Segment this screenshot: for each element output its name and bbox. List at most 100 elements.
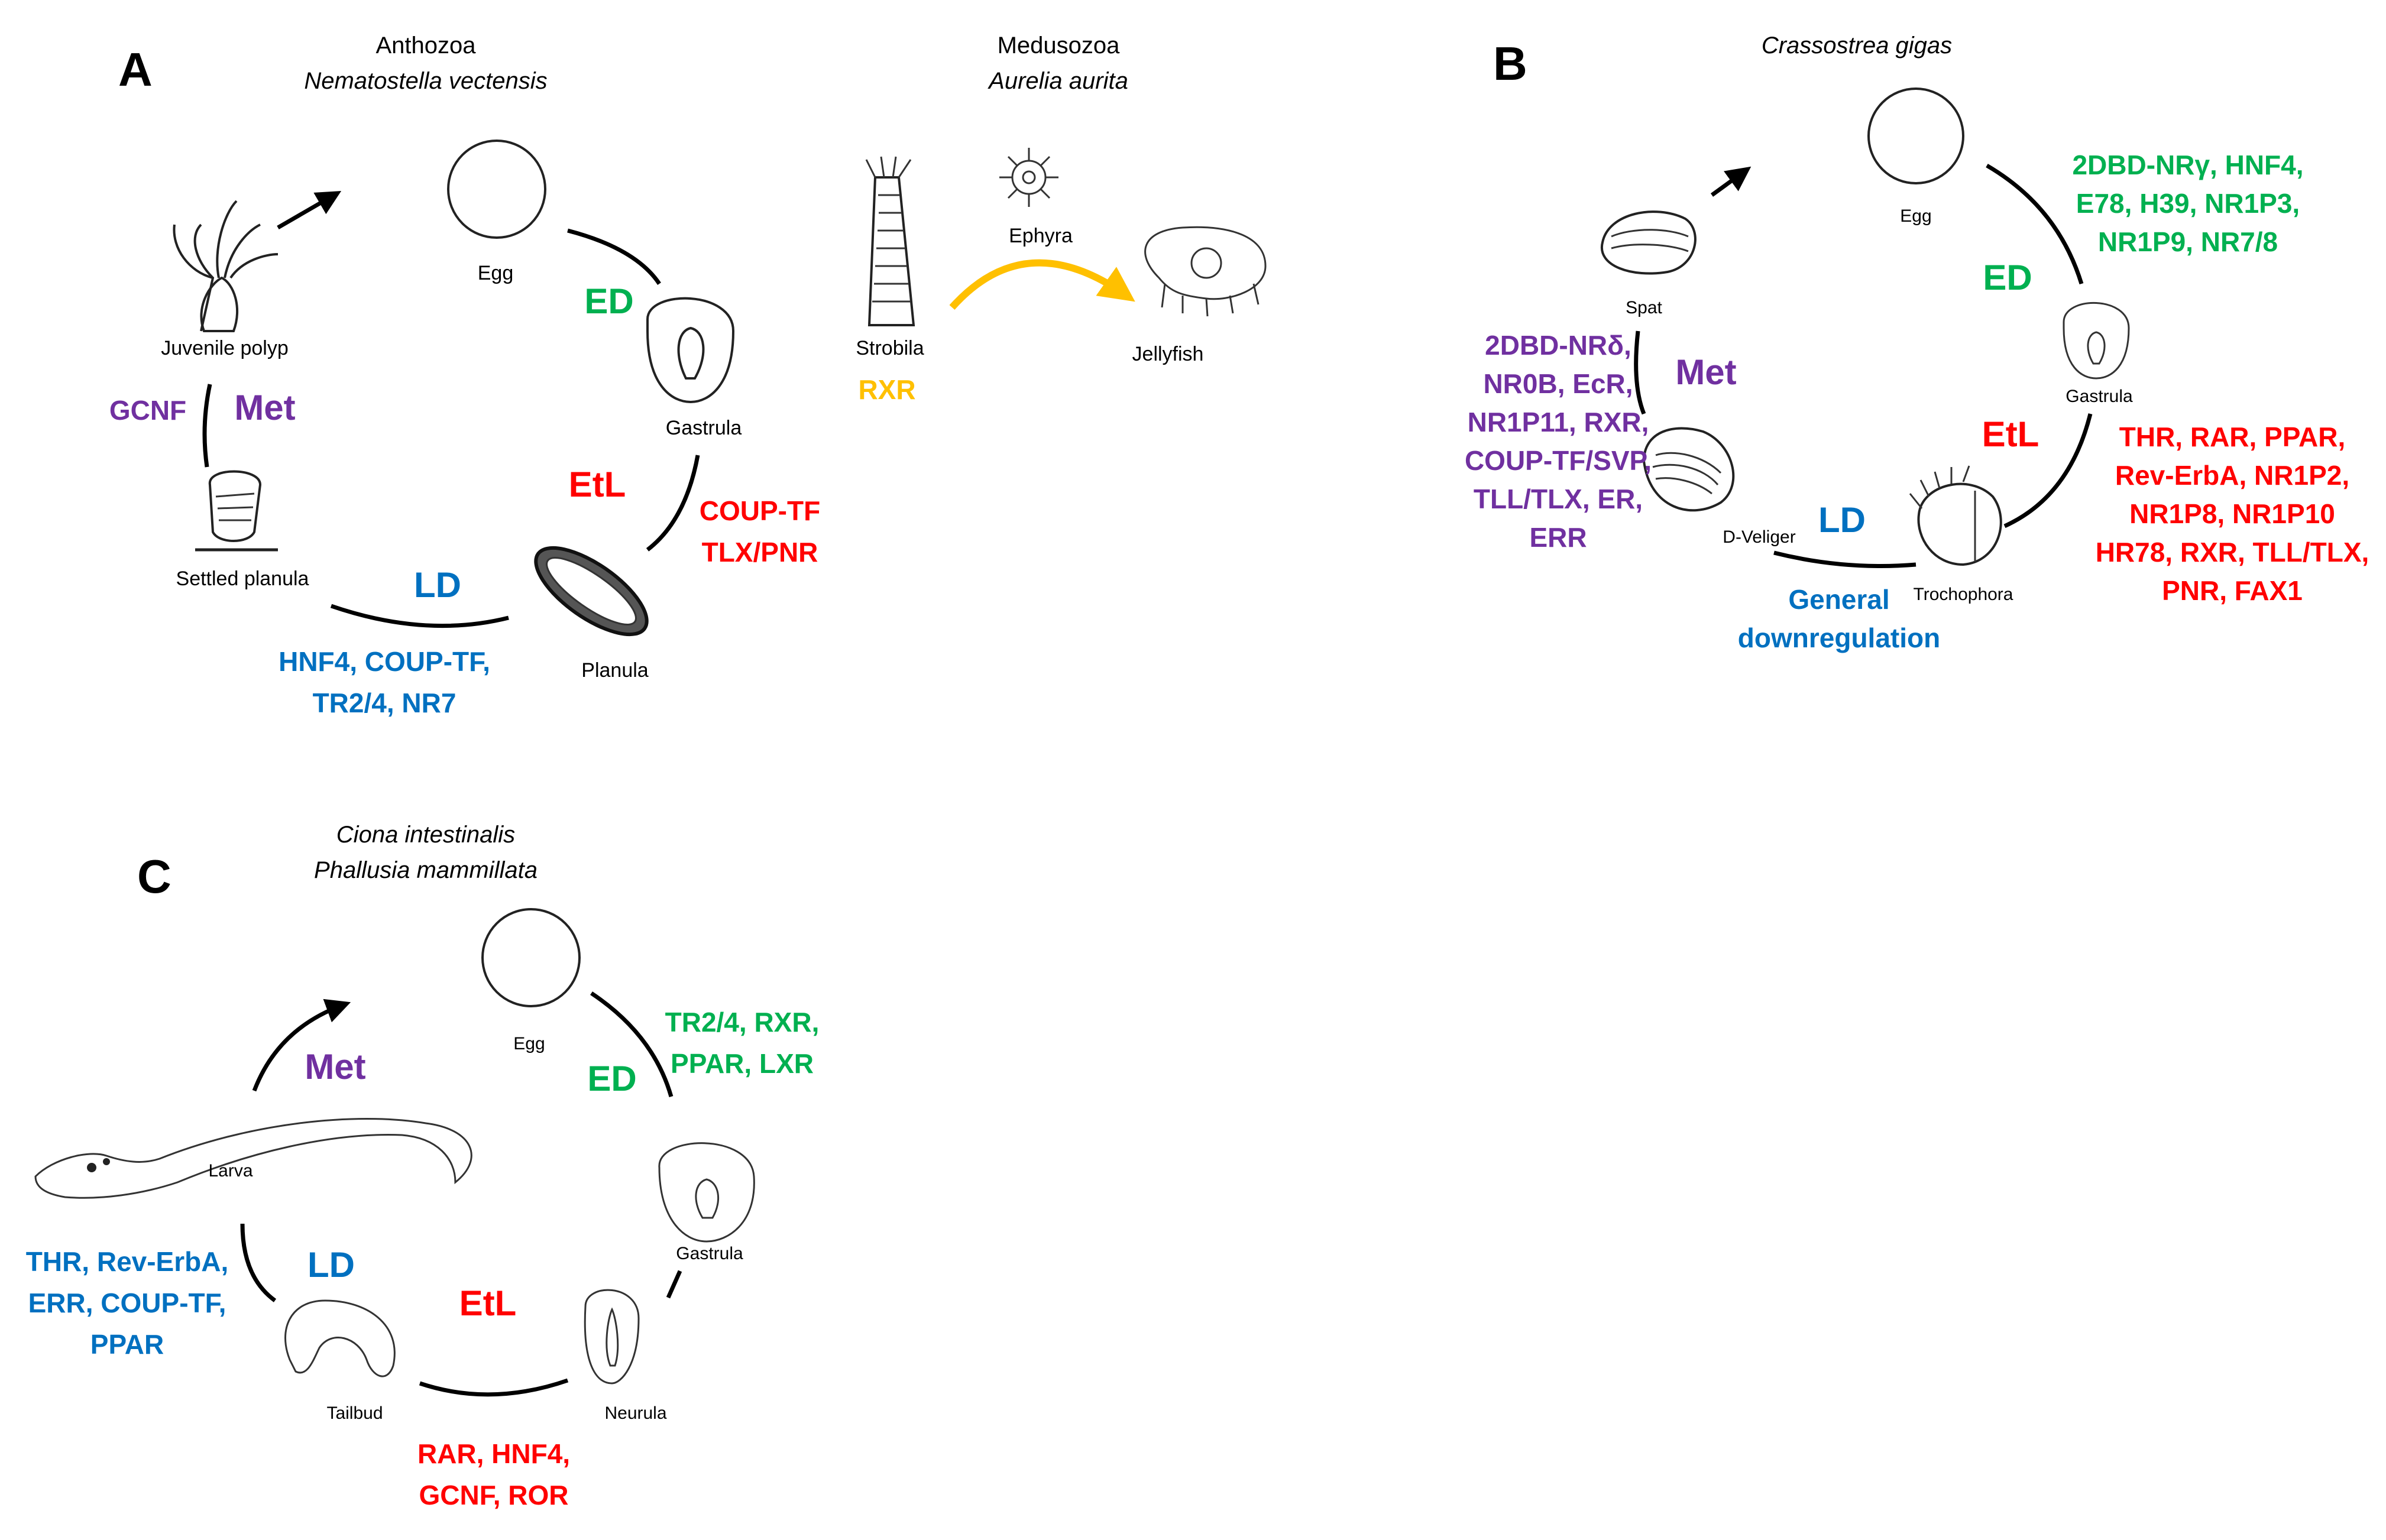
aurelia-strobila-drawing <box>865 156 915 326</box>
crassostrea-etl-genes-line-3: NR1P8, NR1P10 <box>2129 498 2335 529</box>
crassostrea-cycle-arc-egg-gastrula <box>1986 163 2084 285</box>
anthozoa-cycle-arc-egg-gastrula <box>567 228 661 285</box>
crassostrea-cycle-arrow <box>1710 166 1752 197</box>
crassostrea-species-title: Crassostrea gigas <box>1762 33 1952 59</box>
crassostrea-ed-genes-line-1: 2DBD-NRγ, HNF4, <box>2072 150 2303 180</box>
ciona-ld-genes-line-3: PPAR <box>90 1329 164 1360</box>
crassostrea-phase-met: Met <box>1675 352 1736 392</box>
crassostrea-cycle-arc-gastrula-trochophora <box>2003 413 2093 529</box>
anthozoa-met-gene: GCNF <box>109 395 186 426</box>
ciona-phase-met: Met <box>305 1047 365 1087</box>
aurelia-jellyfish-label: Jellyfish <box>1132 343 1204 365</box>
anthozoa-planula-label: Planula <box>581 659 649 682</box>
ciona-gastrula-drawing <box>658 1142 755 1243</box>
crassostrea-trochophora-drawing <box>1909 465 2002 566</box>
ciona-larva-drawing <box>34 1118 472 1199</box>
ciona-cycle-arc-tailbud-larva <box>240 1223 277 1302</box>
crassostrea-ed-genes-line-3: NR1P9, NR7/8 <box>2098 226 2278 257</box>
crassostrea-spat-label: Spat <box>1626 298 1662 317</box>
crassostrea-etl-genes-line-2: Rev-ErbA, NR1P2, <box>2115 460 2349 491</box>
ciona-etl-genes-line-1: RAR, HNF4, <box>417 1438 570 1469</box>
ciona-ed-genes-line-1: TR2/4, RXR, <box>665 1007 820 1038</box>
crassostrea-egg-drawing <box>1867 87 1964 184</box>
ciona-neurula-drawing <box>584 1289 640 1385</box>
medusozoa-clade-title: Medusozoa <box>998 33 1121 59</box>
crassostrea-ld-genes-line-1: General <box>1788 584 1889 615</box>
anthozoa-ld-genes-line-1: HNF4, COUP-TF, <box>279 646 490 677</box>
crassostrea-met-genes-line-5: TLL/TLX, ER, <box>1474 484 1643 514</box>
anthozoa-settled-planula-drawing <box>195 470 278 552</box>
ciona-cycle-arc-egg-gastrula <box>590 991 674 1097</box>
crassostrea-ld-genes-line-2: downregulation <box>1738 623 1940 653</box>
anthozoa-phase-ed: ED <box>584 281 633 321</box>
panel-c-letter: C <box>137 850 171 903</box>
anthozoa-gastrula-drawing <box>646 297 735 404</box>
crassostrea-etl-genes-line-5: PNR, FAX1 <box>2162 575 2303 606</box>
crassostrea-phase-ed: ED <box>1983 258 2032 297</box>
anthozoa-etl-genes-line-2: TLX/PNR <box>702 537 818 568</box>
crassostrea-etl-genes-line-1: THR, RAR, PPAR, <box>2119 422 2346 452</box>
panel-a: A Anthozoa Nematostella vectensis Egg ED… <box>109 33 1267 718</box>
panel-b-letter: B <box>1493 37 1527 90</box>
panel-c: C Ciona intestinalis Phallusia mammillat… <box>26 822 820 1510</box>
ciona-species-title-1: Ciona intestinalis <box>336 822 515 848</box>
crassostrea-cycle-arc-veliger-trochophora <box>1773 550 1916 568</box>
medusozoa-species-title: Aurelia aurita <box>988 68 1128 94</box>
anthozoa-cycle-arc-planula-settled <box>330 604 509 628</box>
crassostrea-cycle-arc-veliger-spat <box>1634 330 1646 415</box>
anthozoa-etl-genes-line-1: COUP-TF <box>700 495 820 526</box>
crassostrea-phase-ld: LD <box>1818 500 1866 540</box>
ciona-tailbud-drawing <box>284 1299 396 1377</box>
aurelia-strobila-label: Strobila <box>856 337 924 359</box>
crassostrea-d-veliger-drawing <box>1642 427 1735 512</box>
anthozoa-juvenile-polyp-drawing <box>173 200 279 332</box>
anthozoa-cycle-arc-gastrula-planula <box>646 455 700 552</box>
anthozoa-juvenile-polyp-label: Juvenile polyp <box>161 337 288 359</box>
panel-b: B Crassostrea gigas Egg 2DBD-NRγ, HNF4, … <box>1465 33 2369 653</box>
crassostrea-egg-label: Egg <box>1900 206 1931 226</box>
anthozoa-ld-genes-line-2: TR2/4, NR7 <box>313 688 457 718</box>
crassostrea-met-genes-line-6: ERR <box>1529 522 1587 553</box>
ciona-egg-drawing <box>481 908 581 1007</box>
ciona-ld-genes-line-2: ERR, COUP-TF, <box>28 1288 226 1318</box>
panel-a-letter: A <box>118 43 153 96</box>
crassostrea-d-veliger-label: D-Veliger <box>1723 527 1795 547</box>
ciona-cycle-arc-gastrula-neurula <box>666 1270 682 1299</box>
ciona-phase-etl: EtL <box>459 1283 517 1323</box>
aurelia-ephyra-label: Ephyra <box>1009 225 1073 247</box>
crassostrea-phase-etl: EtL <box>1982 414 2039 454</box>
ciona-ld-genes-line-1: THR, Rev-ErbA, <box>26 1246 228 1277</box>
crassostrea-met-genes-line-1: 2DBD-NRδ, <box>1485 330 1631 361</box>
anthozoa-phase-ld: LD <box>414 565 461 605</box>
anthozoa-cycle-arrow <box>277 190 342 230</box>
ciona-etl-genes-line-2: GCNF, ROR <box>419 1480 569 1510</box>
aurelia-ephyra-drawing <box>999 148 1058 207</box>
ciona-species-title-2: Phallusia mammillata <box>314 857 538 883</box>
ciona-phase-ed: ED <box>587 1059 636 1098</box>
crassostrea-etl-genes-line-4: HR78, RXR, TLL/TLX, <box>2096 537 2369 568</box>
ciona-cycle-arc-neurula-tailbud <box>419 1378 569 1397</box>
anthozoa-species-title: Nematostella vectensis <box>304 68 547 94</box>
anthozoa-settled-planula-label: Settled planula <box>176 568 309 590</box>
ciona-neurula-label: Neurula <box>604 1403 666 1423</box>
anthozoa-planula-drawing <box>534 546 649 637</box>
ciona-ed-genes-line-2: PPAR, LXR <box>671 1048 814 1079</box>
crassostrea-spat-drawing <box>1600 210 1697 275</box>
anthozoa-clade-title: Anthozoa <box>375 33 476 59</box>
anthozoa-egg-drawing <box>447 140 546 239</box>
ciona-larva-label: Larva <box>208 1161 252 1181</box>
ciona-egg-label: Egg <box>513 1034 545 1053</box>
crassostrea-met-genes-line-3: NR1P11, RXR, <box>1468 407 1649 437</box>
aurelia-rxr-gene: RXR <box>858 374 915 405</box>
crassostrea-met-genes-line-4: COUP-TF/SVP, <box>1465 445 1652 476</box>
aurelia-jellyfish-drawing <box>1144 226 1267 317</box>
crassostrea-met-genes-line-2: NR0B, EcR, <box>1483 368 1633 399</box>
ciona-phase-ld: LD <box>307 1245 355 1285</box>
ciona-tailbud-label: Tailbud <box>326 1403 383 1423</box>
anthozoa-egg-label: Egg <box>478 262 514 284</box>
anthozoa-cycle-arc-settled-polyp <box>202 384 212 468</box>
ciona-cycle-arrow <box>252 998 351 1092</box>
ciona-gastrula-label: Gastrula <box>676 1244 743 1263</box>
aurelia-strobila-to-jellyfish-arrow <box>949 259 1135 310</box>
